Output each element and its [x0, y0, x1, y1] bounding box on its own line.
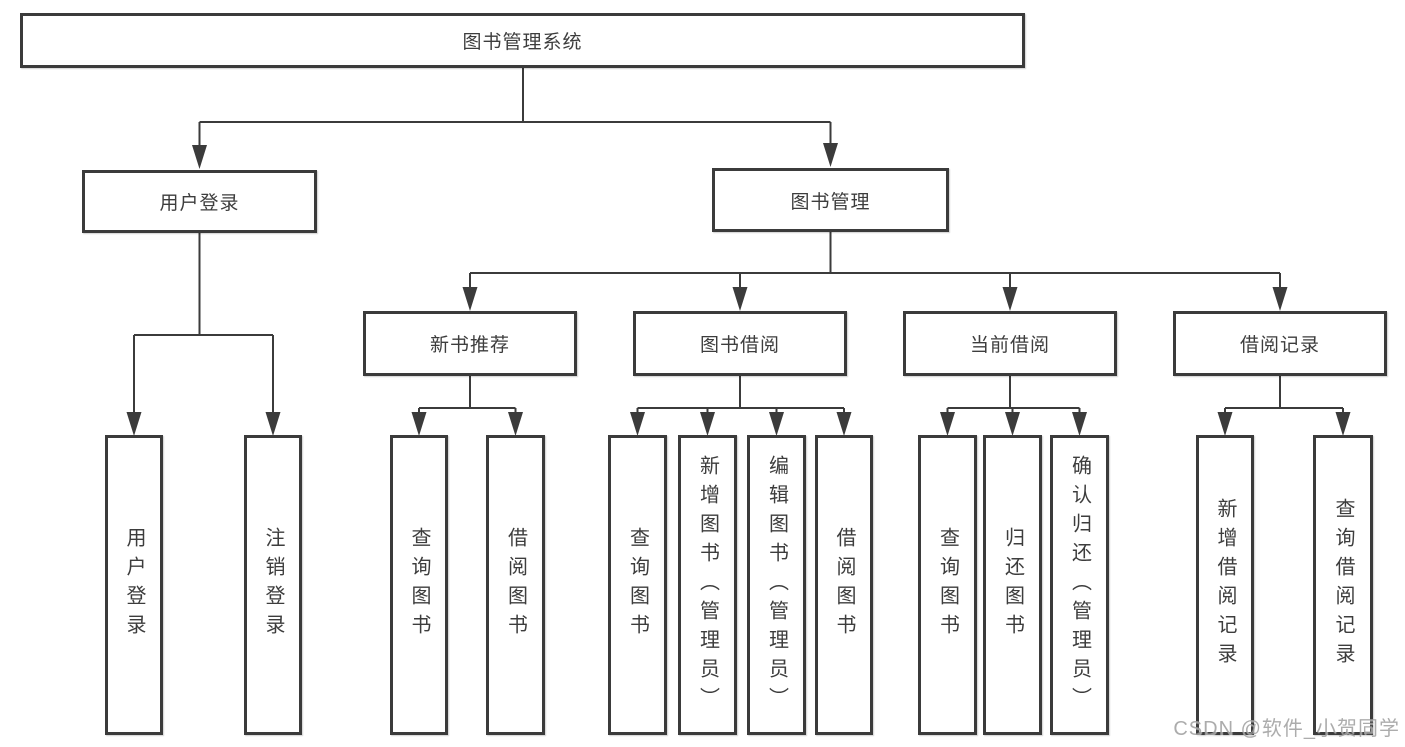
- leaf-logout-label: 注销登录: [262, 527, 284, 643]
- leaf-add-borrow-record: 新增借阅记录: [1196, 435, 1254, 735]
- leaf-query-books-current: 查询图书: [918, 435, 977, 735]
- connector-root-to-level2: [192, 68, 838, 169]
- node-book-management-label: 图书管理: [790, 191, 871, 213]
- node-user-login: 用户登录: [82, 170, 317, 233]
- leaf-logout: 注销登录: [244, 435, 302, 735]
- leaf-edit-book-admin: 编辑图书（管理员）: [747, 435, 806, 735]
- node-root: 图书管理系统: [20, 13, 1025, 68]
- leaf-query-borrow-record-label: 查询借阅记录: [1332, 498, 1354, 672]
- connector-records-children: [1217, 376, 1351, 436]
- leaf-query-books-recommend: 查询图书: [390, 435, 448, 735]
- leaf-confirm-return-admin-label: 确认归还（管理员）: [1068, 454, 1091, 716]
- node-book-borrowing-label: 图书借阅: [699, 335, 780, 356]
- leaf-query-books-borrowing-label: 查询图书: [626, 527, 649, 643]
- leaf-add-borrow-record-label: 新增借阅记录: [1214, 498, 1236, 672]
- leaf-user-login: 用户登录: [105, 435, 163, 735]
- connector-book-borrow-children: [630, 376, 852, 436]
- leaf-user-login-label: 用户登录: [123, 527, 145, 643]
- leaf-borrow-books-borrowing-label: 借阅图书: [833, 527, 855, 643]
- node-current-borrowing-label: 当前借阅: [969, 335, 1050, 356]
- leaf-borrow-books-borrowing: 借阅图书: [815, 435, 873, 735]
- leaf-borrow-books-recommend: 借阅图书: [486, 435, 545, 735]
- leaf-add-book-admin: 新增图书（管理员）: [678, 435, 737, 735]
- node-new-book-recommend: 新书推荐: [363, 311, 577, 376]
- leaf-edit-book-admin-label: 编辑图书（管理员）: [765, 454, 788, 716]
- leaf-borrow-books-recommend-label: 借阅图书: [504, 527, 527, 643]
- leaf-return-book: 归还图书: [983, 435, 1042, 735]
- node-current-borrowing: 当前借阅: [903, 311, 1117, 376]
- watermark: CSDN @软件_小贺同学: [1173, 718, 1400, 740]
- connector-new-book-children: [411, 376, 523, 436]
- leaf-add-book-admin-label: 新增图书（管理员）: [696, 454, 719, 716]
- leaf-return-book-label: 归还图书: [1001, 527, 1024, 643]
- leaf-query-books-borrowing: 查询图书: [608, 435, 667, 735]
- node-book-borrowing: 图书借阅: [633, 311, 847, 376]
- node-user-login-label: 用户登录: [159, 193, 240, 214]
- leaf-query-borrow-record: 查询借阅记录: [1313, 435, 1373, 735]
- node-borrowing-records-label: 借阅记录: [1239, 335, 1320, 356]
- leaf-confirm-return-admin: 确认归还（管理员）: [1050, 435, 1109, 735]
- node-book-management: 图书管理: [712, 168, 949, 232]
- connector-book-mgmt-to-level3: [462, 232, 1288, 311]
- node-borrowing-records: 借阅记录: [1173, 311, 1387, 376]
- connector-user-login-children: [126, 233, 281, 436]
- node-new-book-recommend-label: 新书推荐: [429, 335, 510, 356]
- leaf-query-books-recommend-label: 查询图书: [408, 527, 430, 643]
- leaf-query-books-current-label: 查询图书: [936, 527, 959, 643]
- node-root-label: 图书管理系统: [462, 32, 583, 53]
- connector-current-borrow-children: [940, 376, 1087, 436]
